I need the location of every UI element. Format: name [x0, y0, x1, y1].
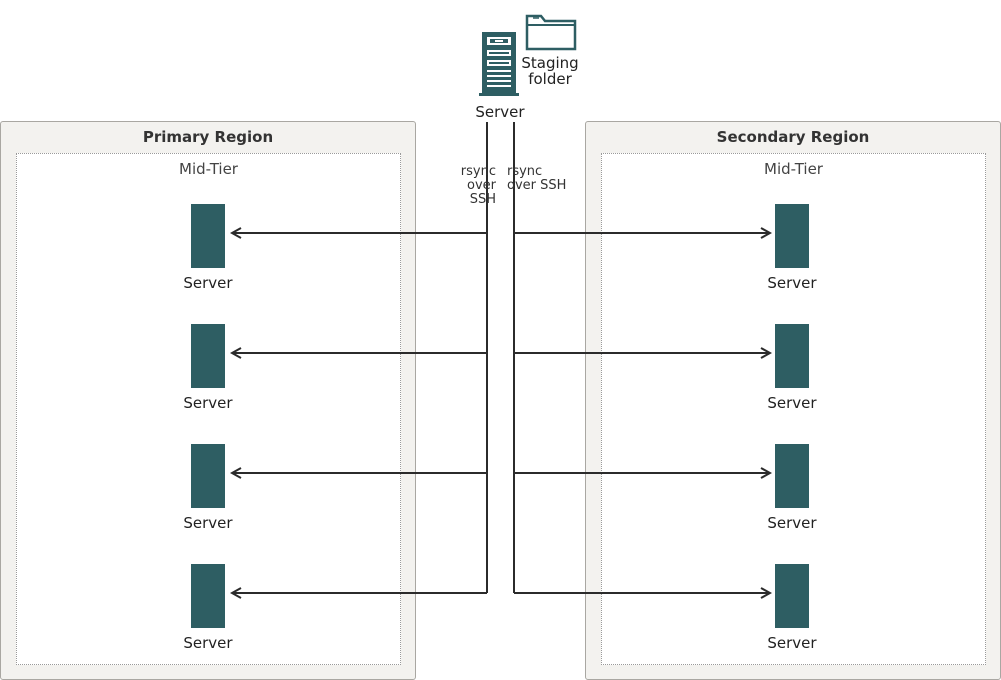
primary-server-1-label: Server	[183, 274, 233, 292]
staging-folder-icon	[525, 14, 577, 51]
primary-midtier-label: Mid-Tier	[179, 160, 238, 178]
secondary-server-1-icon	[775, 204, 809, 268]
secondary-server-3-icon	[775, 444, 809, 508]
primary-server-1-icon	[191, 204, 225, 268]
top-server-icon	[479, 32, 519, 96]
primary-server-2-icon	[191, 324, 225, 388]
left-connection-label-line2: over SSH	[467, 178, 496, 207]
secondary-server-3-label: Server	[767, 514, 817, 532]
secondary-region-title: Secondary Region	[716, 128, 870, 146]
primary-server-4-label: Server	[183, 634, 233, 652]
secondary-server-2-icon	[775, 324, 809, 388]
primary-region-title: Primary Region	[142, 128, 274, 146]
primary-server-3-icon	[191, 444, 225, 508]
right-connection-label-line1: rsync	[507, 164, 543, 179]
staging-folder-label-line1: Staging	[521, 54, 579, 72]
right-connection-label-line2: over SSH	[507, 178, 567, 193]
left-connection-label-line1: rsync	[460, 164, 496, 179]
primary-server-2-label: Server	[183, 394, 233, 412]
secondary-midtier-label: Mid-Tier	[764, 160, 823, 178]
primary-server-4-icon	[191, 564, 225, 628]
left-connection-label: rsync over SSH	[438, 165, 496, 207]
primary-server-3-label: Server	[183, 514, 233, 532]
top-server-label: Server	[475, 103, 525, 121]
staging-folder-label-line2: folder	[528, 70, 572, 88]
staging-folder-label: Staging folder	[510, 55, 590, 87]
right-connection-label: rsync over SSH	[507, 165, 577, 193]
secondary-server-4-icon	[775, 564, 809, 628]
secondary-server-1-label: Server	[767, 274, 817, 292]
secondary-server-2-label: Server	[767, 394, 817, 412]
secondary-server-4-label: Server	[767, 634, 817, 652]
